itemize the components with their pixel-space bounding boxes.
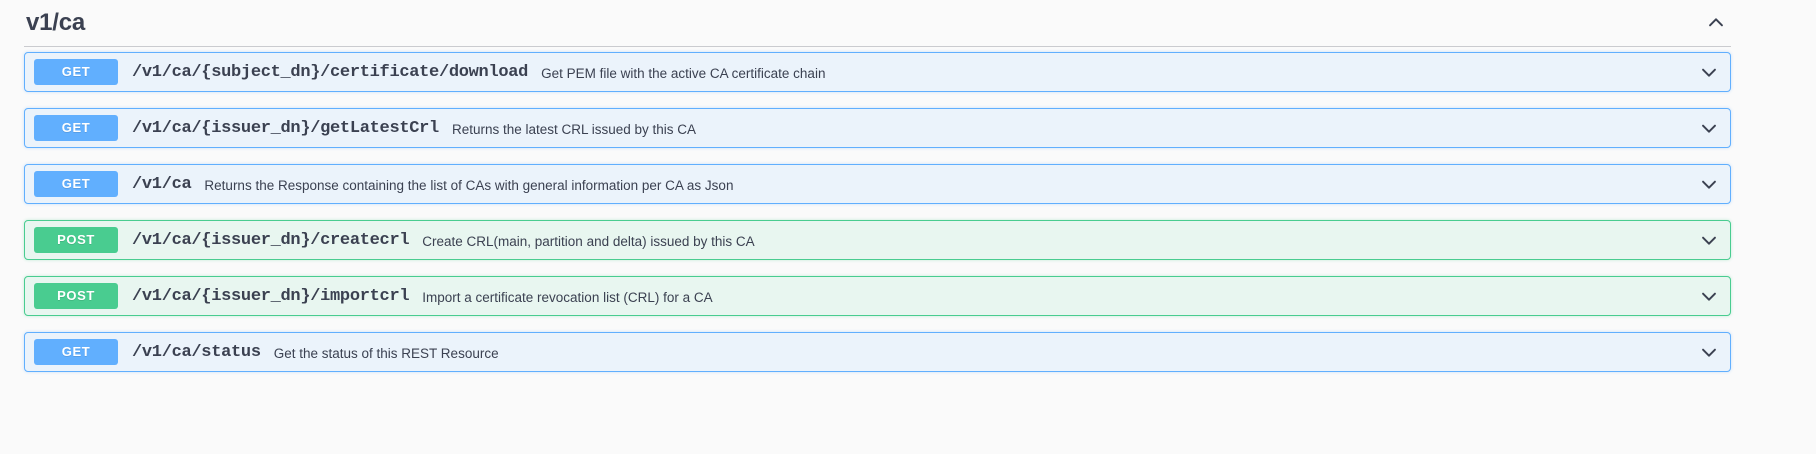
endpoint-path: /v1/ca/{issuer_dn}/importcrl bbox=[132, 286, 410, 306]
chevron-down-icon[interactable] bbox=[1697, 284, 1721, 308]
http-method-badge: GET bbox=[34, 59, 118, 85]
opblock-summary[interactable]: GET/v1/ca/{subject_dn}/certificate/downl… bbox=[24, 52, 1731, 92]
endpoint-description: Get the status of this REST Resource bbox=[273, 345, 499, 361]
endpoint-path: /v1/ca/{issuer_dn}/getLatestCrl bbox=[132, 118, 439, 138]
opblock-summary[interactable]: GET/v1/ca/{issuer_dn}/getLatestCrl Return… bbox=[24, 108, 1731, 148]
tag-name: v1/ca bbox=[26, 9, 86, 36]
endpoint-description: Returns the Response containing the list… bbox=[204, 177, 734, 193]
tag-collapse-toggle[interactable] bbox=[1703, 10, 1729, 36]
endpoint-description: Import a certificate revocation list (CR… bbox=[422, 289, 713, 305]
http-method-badge: GET bbox=[34, 339, 118, 365]
endpoint-description: Create CRL(main, partition and delta) is… bbox=[422, 233, 755, 249]
endpoint-path: /v1/ca/status bbox=[132, 342, 261, 362]
chevron-down-icon[interactable] bbox=[1697, 228, 1721, 252]
chevron-down-icon[interactable] bbox=[1697, 116, 1721, 140]
opblock-summary[interactable]: GET/v1/ca Returns the Response containing… bbox=[24, 164, 1731, 204]
endpoint-description: Returns the latest CRL issued by this CA bbox=[451, 121, 697, 137]
http-method-badge: POST bbox=[34, 283, 118, 309]
http-method-badge: GET bbox=[34, 115, 118, 141]
opblock-tag-header[interactable]: v1/ca bbox=[24, 0, 1731, 47]
http-method-badge: POST bbox=[34, 227, 118, 253]
opblock-tag-section-v1-ca: v1/ca GET/v1/ca/{subject_dn}/certificate… bbox=[24, 0, 1731, 372]
chevron-down-icon[interactable] bbox=[1697, 60, 1721, 84]
endpoint-path: /v1/ca/{subject_dn}/certificate/download bbox=[132, 62, 529, 82]
chevron-down-icon[interactable] bbox=[1697, 172, 1721, 196]
http-method-badge: GET bbox=[34, 171, 118, 197]
chevron-down-icon[interactable] bbox=[1697, 340, 1721, 364]
endpoint-description: Get PEM file with the active CA certific… bbox=[541, 65, 826, 81]
opblock-summary[interactable]: POST/v1/ca/{issuer_dn}/createcrl Create C… bbox=[24, 220, 1731, 260]
chevron-up-icon bbox=[1705, 12, 1727, 34]
endpoint-path: /v1/ca bbox=[132, 174, 192, 194]
opblock-summary[interactable]: GET/v1/ca/status Get the status of this R… bbox=[24, 332, 1731, 372]
endpoint-path: /v1/ca/{issuer_dn}/createcrl bbox=[132, 230, 410, 250]
opblock-summary[interactable]: POST/v1/ca/{issuer_dn}/importcrl Import a… bbox=[24, 276, 1731, 316]
operations-list: GET/v1/ca/{subject_dn}/certificate/downl… bbox=[24, 47, 1731, 372]
